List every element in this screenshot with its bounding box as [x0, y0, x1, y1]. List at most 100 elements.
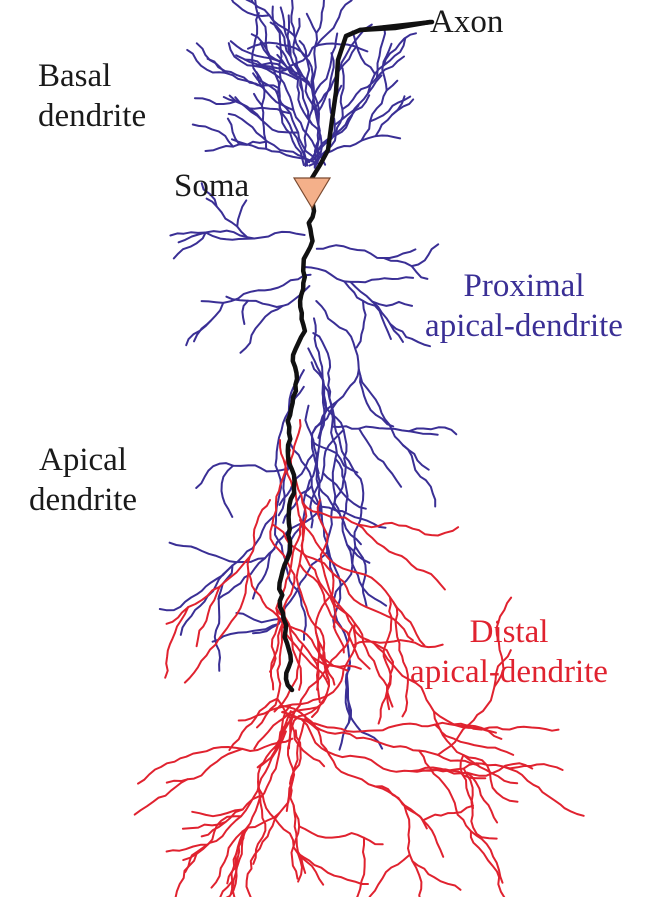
basal-dendrite-branch: [369, 95, 412, 123]
proximal-apical-branch: [410, 243, 440, 268]
proximal-apical-branch: [168, 541, 266, 564]
proximal-apical-branch: [408, 426, 458, 436]
proximal-apical-branch: [158, 569, 229, 612]
distal-apical-branch: [356, 521, 460, 537]
proximal-apical-branch: [211, 623, 280, 643]
apical-label-line2: dendrite: [28, 482, 138, 518]
basal-label-line2: dendrite: [38, 98, 147, 134]
distal-apical-branch: [353, 836, 366, 902]
distal-apical-branch: [137, 737, 294, 785]
proximal-apical-branch: [239, 285, 311, 354]
basal-dendrite-branch: [381, 42, 393, 92]
distal-apical-dendrite-label: Distal apical-dendrite: [384, 612, 634, 692]
distal-apical-branch: [374, 785, 445, 858]
distal-apical-branch: [280, 704, 480, 767]
proximal-apical-branch: [235, 612, 283, 624]
apical-trunk-path: [276, 202, 317, 693]
distal-apical-branch: [469, 830, 509, 902]
basal-dendrite-branch: [351, 30, 376, 75]
distal-apical-branch: [304, 715, 428, 830]
distal-apical-branch: [502, 765, 585, 817]
proximal-label-line2: apical-dendrite: [425, 308, 623, 344]
distal-apical-branch: [372, 642, 497, 734]
proximal-apical-branch: [333, 545, 357, 724]
distal-apical-branch: [273, 643, 304, 713]
basal-dendrite-branch: [195, 42, 281, 90]
distal-label-line1: Distal: [469, 614, 549, 650]
distal-apical-branch: [363, 853, 411, 902]
distal-apical-branch: [174, 852, 198, 900]
basal-dendrite-branch: [275, 45, 313, 126]
basal-dendrite-branch: [290, 0, 320, 165]
distal-apical-branch: [200, 794, 261, 838]
proximal-apical-branch: [241, 299, 250, 325]
distal-apical-branch: [256, 704, 301, 769]
distal-apical-branch: [466, 771, 499, 824]
distal-apical-branch: [311, 594, 333, 718]
distal-apical-branch: [164, 606, 190, 679]
basal-dendrite-branch: [229, 40, 283, 64]
distal-apical-branch: [191, 808, 244, 818]
distal-apical-branch: [316, 499, 394, 708]
proximal-apical-dendrite-label: Proximal apical-dendrite: [398, 266, 650, 346]
basal-dendrite-branch: [193, 97, 237, 105]
proximal-apical-branch: [315, 244, 417, 259]
axon-label: Axon: [430, 4, 504, 40]
basal-dendrite-branch: [227, 42, 327, 166]
distal-apical-branch: [228, 697, 279, 751]
proximal-apical-branch: [200, 273, 312, 304]
distal-apical-branch: [300, 519, 426, 647]
proximal-apical-branch: [289, 441, 321, 520]
basal-dendrite-branch: [333, 104, 360, 126]
distal-apical-branch: [418, 749, 504, 884]
distal-apical-branch: [297, 852, 369, 885]
proximal-apical-branch: [179, 513, 277, 636]
distal-apical-branch: [257, 780, 303, 883]
proximal-apical-branch: [322, 471, 367, 510]
proximal-apical-branch: [302, 266, 415, 284]
soma: [292, 177, 332, 210]
proximal-apical-branch: [338, 661, 352, 751]
basal-dendrite-branch: [391, 98, 415, 116]
distal-apical-branch: [133, 778, 189, 816]
basal-dendrite-branches: [186, 0, 417, 169]
axon-leader: [357, 19, 435, 33]
proximal-apical-branch: [349, 280, 404, 343]
distal-apical-branch: [299, 519, 394, 711]
apical-trunk: [276, 202, 317, 693]
proximal-apical-branch: [346, 543, 388, 607]
proximal-apical-branch: [331, 425, 439, 436]
proximal-apical-branch: [252, 541, 279, 600]
proximal-apical-branch: [225, 295, 284, 308]
basal-dendrite-branch: [256, 62, 304, 78]
distal-apical-branch: [288, 625, 303, 691]
proximal-apical-branch: [195, 462, 290, 489]
distal-apical-branch: [269, 439, 303, 673]
distal-apical-branch: [183, 499, 271, 684]
distal-apical-branch: [165, 555, 251, 625]
basal-dendrite-label: Basal dendrite: [38, 56, 146, 136]
proximal-apical-branch: [389, 322, 431, 348]
basal-dendrite-branch: [286, 14, 292, 58]
distal-apical-branch: [222, 830, 245, 901]
basal-dendrite-branch: [276, 53, 310, 83]
distal-apical-branch: [288, 622, 357, 750]
proximal-apical-branch: [252, 549, 330, 635]
proximal-apical-branch: [315, 300, 395, 428]
proximal-apical-branch: [402, 444, 437, 508]
soma-triangle: [292, 177, 332, 210]
proximal-apical-branch: [172, 231, 207, 260]
distal-apical-branch: [165, 843, 209, 853]
proximal-apical-branch: [200, 182, 218, 208]
basal-dendrite-branch: [374, 95, 406, 138]
basal-dendrite-branch: [226, 117, 241, 146]
distal-apical-branch: [493, 596, 513, 688]
basal-dendrite-branch: [305, 12, 318, 105]
distal-apical-branch: [352, 639, 444, 649]
distal-apical-branch: [271, 523, 414, 642]
distal-apical-branch: [434, 723, 519, 803]
distal-apical-branch: [247, 571, 349, 672]
distal-apical-branch: [403, 804, 423, 902]
proximal-apical-dendrite-branches: [158, 182, 458, 751]
basal-dendrite-branch: [230, 0, 271, 17]
